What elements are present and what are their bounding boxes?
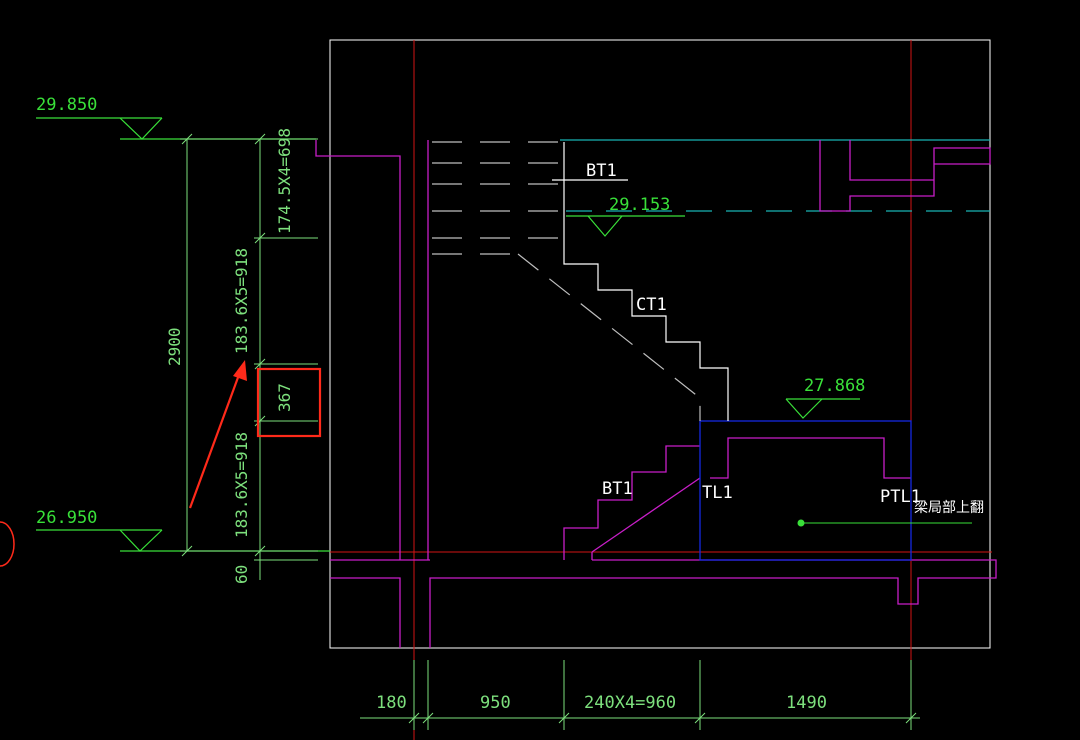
dim-tick — [254, 232, 266, 244]
dim-tick — [422, 712, 434, 724]
highlight-arrow-head — [233, 360, 247, 381]
middle-stair-profile — [563, 142, 729, 421]
dim-platform-text: 1490 — [786, 693, 827, 713]
dim-middle-flight-text: 183.6X5=918 — [232, 248, 251, 354]
elev-triangle-landing-lower — [785, 398, 823, 419]
dim-tick — [254, 415, 266, 427]
dim-slab-text: 60 — [232, 565, 251, 584]
label-beam-ptl: PTL1 — [880, 487, 921, 507]
floor-slab-left — [330, 577, 401, 648]
cyan-slab-lines — [560, 139, 990, 212]
elev-triangle-landing-upper — [587, 215, 623, 237]
vertical-dimension-lines — [180, 133, 318, 580]
dim-tick — [558, 712, 570, 724]
drawing-frame — [329, 39, 991, 649]
highlight-box — [256, 367, 322, 438]
lower-stair-soffit — [591, 477, 701, 553]
label-lower-stair: BT1 — [602, 479, 633, 499]
dim-tick — [254, 545, 266, 557]
dim-upper-flight-text: 174.5X4=698 — [275, 128, 294, 234]
elevation-top-label: 29.850 — [36, 95, 97, 115]
platform-beam-profile — [710, 437, 911, 479]
dim-lower-flight-text: 183.6X5=918 — [232, 432, 251, 538]
wall-outlines — [315, 140, 997, 648]
upper-stair — [432, 141, 729, 421]
elevation-markers — [36, 117, 860, 552]
dim-tick — [181, 133, 193, 145]
elevation-landing-upper-label: 29.153 — [609, 195, 670, 215]
axis-lines — [330, 40, 992, 740]
dim-tick — [905, 712, 917, 724]
dim-tick — [408, 712, 420, 724]
red-annotation — [0, 360, 322, 567]
elevation-landing-lower-label: 27.868 — [804, 376, 865, 396]
dim-treads-text: 240X4=960 — [584, 693, 676, 713]
label-upper-stair: BT1 — [586, 161, 617, 181]
dim-gap-text: 367 — [275, 383, 294, 412]
dim-total-text: 2900 — [165, 327, 184, 366]
upper-right-beam — [819, 140, 991, 212]
dim-tick — [694, 712, 706, 724]
dim-tick — [254, 133, 266, 145]
label-middle-stair: CT1 — [636, 295, 667, 315]
highlight-arrow-shaft — [188, 371, 242, 509]
horizontal-dimension-lines — [360, 660, 920, 730]
elev-triangle-bottom — [119, 529, 163, 552]
middle-stair-soffit — [517, 253, 701, 421]
label-beam-tl: TL1 — [702, 483, 733, 503]
left-wall-outline — [315, 140, 401, 560]
dim-tick — [254, 358, 266, 370]
dim-tick — [181, 545, 193, 557]
label-note: 梁局部上翻 — [914, 500, 984, 516]
partial-circle-edge — [0, 521, 15, 567]
elevation-bottom-label: 26.950 — [36, 508, 97, 528]
elev-triangle-top — [119, 117, 163, 140]
dim-wall-text: 180 — [376, 693, 407, 713]
dim-landing-text: 950 — [480, 693, 511, 713]
note-leader — [797, 519, 972, 527]
lower-stair-profile — [563, 445, 700, 560]
floor-slab-right — [429, 559, 997, 648]
beam-box-outline — [699, 420, 912, 561]
